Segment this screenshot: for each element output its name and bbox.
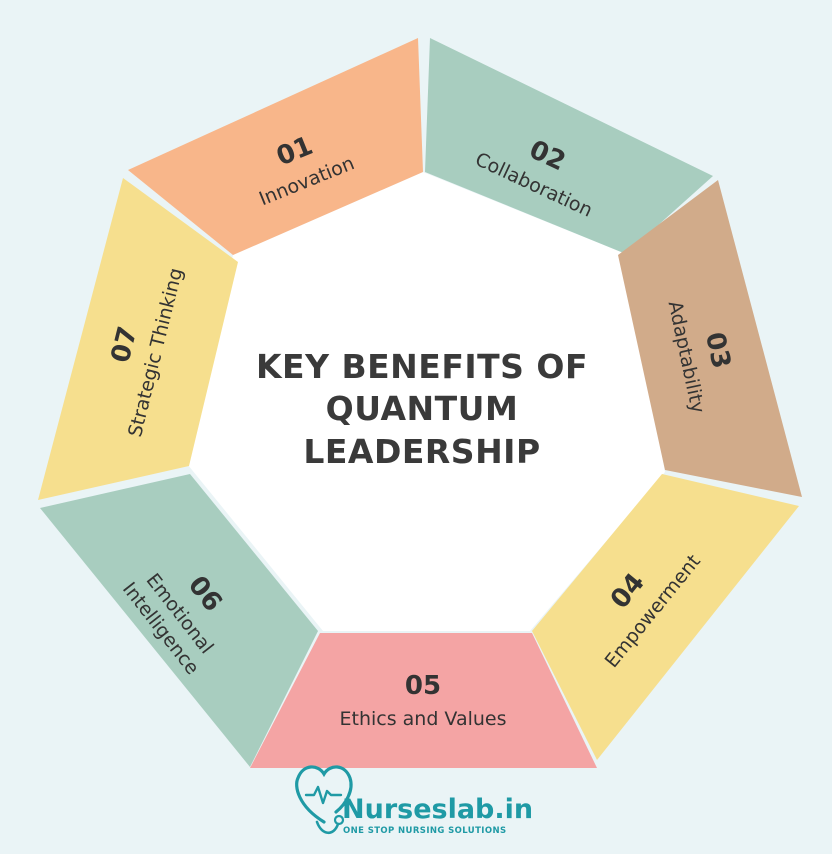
heart-stethoscope-icon <box>295 765 353 835</box>
logo-name: Nurseslab.in <box>342 794 533 825</box>
nurseslab-logo: Nurseslab.in ONE STOP NURSING SOLUTIONS <box>295 765 533 836</box>
segment-07-block <box>38 178 238 500</box>
segment-05-block <box>250 633 597 768</box>
title-line-1: KEY BENEFITS OF <box>256 347 588 386</box>
segment-01-block <box>128 38 423 255</box>
title-line-3: LEADERSHIP <box>303 432 540 471</box>
logo-tagline: ONE STOP NURSING SOLUTIONS <box>343 826 507 836</box>
segment-05-label: Ethics and Values <box>339 708 506 730</box>
segment-03-block <box>618 180 802 497</box>
segment-03-number: 03 <box>699 330 736 372</box>
title-line-2: QUANTUM <box>326 389 519 428</box>
segment-02-block <box>425 38 713 254</box>
segment-06-block <box>40 474 318 767</box>
segment-04-block <box>532 474 799 760</box>
center-heptagon <box>188 172 665 631</box>
segment-05-number: 05 <box>405 671 441 701</box>
